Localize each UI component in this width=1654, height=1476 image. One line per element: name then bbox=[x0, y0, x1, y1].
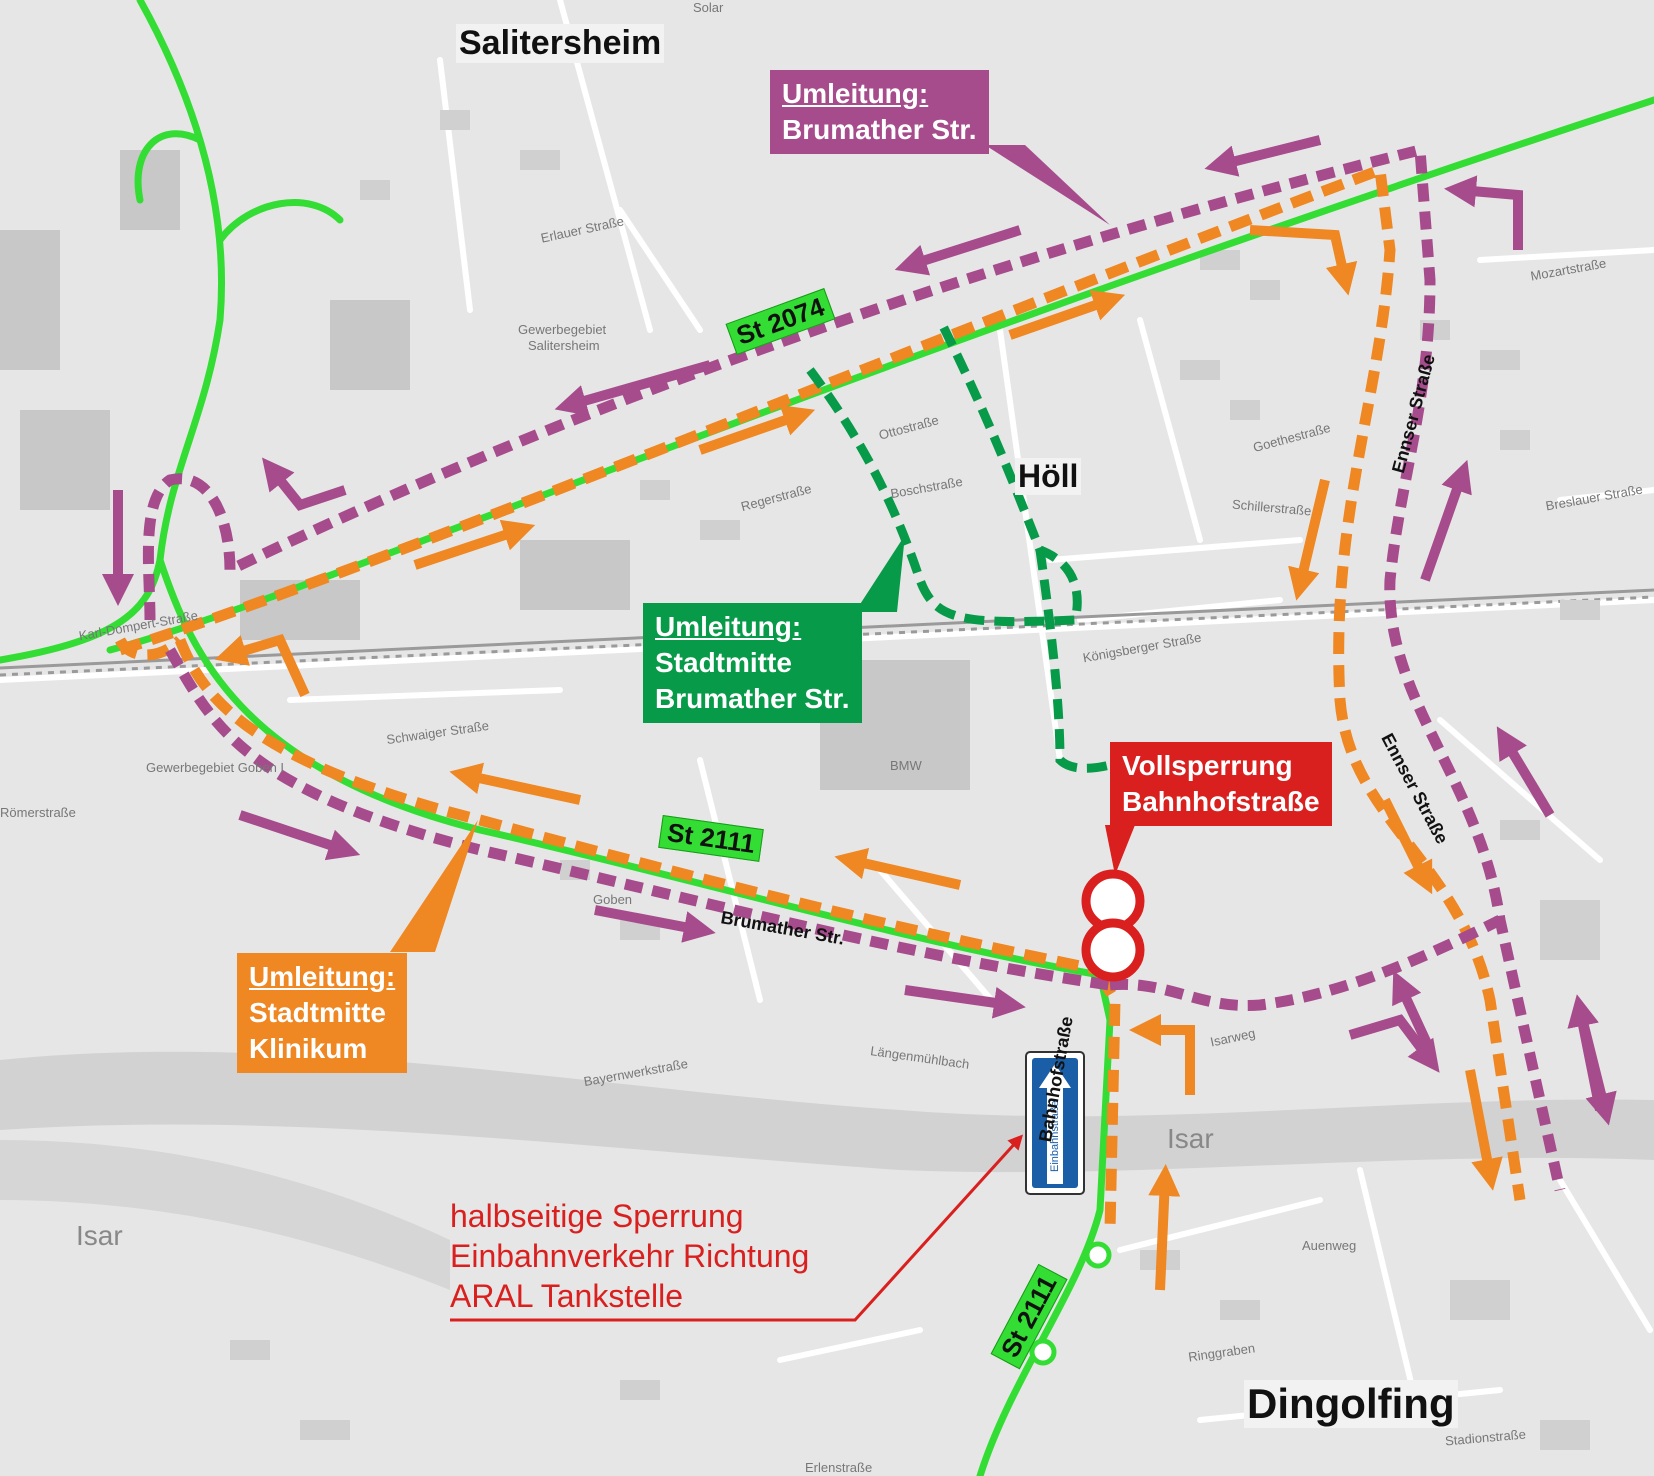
half-closure-note: halbseitige Sperrung Einbahnverkehr Rich… bbox=[450, 1196, 809, 1316]
street-label-erlenstrasse: Erlenstraße bbox=[805, 1460, 873, 1475]
callout-purple-detour: Umleitung: Brumather Str. bbox=[770, 70, 989, 154]
one-way-sign-face: Einbahnstraße bbox=[1032, 1058, 1078, 1188]
place-hoell: Höll bbox=[1015, 458, 1082, 495]
one-way-arrow-shaft bbox=[1047, 1086, 1063, 1184]
closure-sign-2 bbox=[1081, 918, 1145, 982]
place-salitersheim: Salitersheim bbox=[456, 24, 665, 63]
callout-green-line2: Brumather Str. bbox=[655, 683, 850, 714]
street-label-goben: Goben bbox=[593, 892, 633, 907]
callout-green-title: Umleitung: bbox=[655, 611, 802, 642]
place-dingolfing: Dingolfing bbox=[1244, 1380, 1458, 1428]
street-label-auenweg: Auenweg bbox=[1302, 1238, 1357, 1253]
callout-orange-line1: Stadtmitte bbox=[249, 997, 386, 1028]
note-line1: halbseitige Sperrung bbox=[450, 1198, 744, 1234]
orange-arrows bbox=[214, 225, 1503, 1291]
green-callout-pointer bbox=[855, 535, 905, 612]
note-line2: Einbahnverkehr Richtung bbox=[450, 1238, 810, 1274]
callout-green-line1: Stadtmitte bbox=[655, 647, 792, 678]
residential-blocks bbox=[230, 110, 1600, 1450]
red-callout-pointer bbox=[1105, 825, 1135, 875]
isar-river-west bbox=[0, 1140, 450, 1290]
callout-closure-line1: Vollsperrung bbox=[1122, 750, 1293, 781]
street-label-gewerbegebiet-goben: Gewerbegebiet Goben I bbox=[146, 760, 285, 775]
river-label-isar-east: Isar bbox=[1167, 1123, 1214, 1154]
purple-arrows bbox=[101, 135, 1617, 1126]
river-label-isar-west: Isar bbox=[76, 1220, 123, 1251]
street-label-bmw: BMW bbox=[890, 758, 922, 773]
darkgreen-detour bbox=[806, 317, 1112, 773]
note-line3: ARAL Tankstelle bbox=[450, 1278, 684, 1314]
roundabout-markers bbox=[1029, 1241, 1112, 1366]
industrial-blocks bbox=[0, 150, 970, 790]
callout-green-detour: Umleitung: Stadtmitte Brumather Str. bbox=[643, 603, 862, 723]
callout-purple-line1: Brumather Str. bbox=[782, 114, 977, 145]
isar-river bbox=[0, 1051, 1654, 1173]
street-label-gewerbegebiet-1: Gewerbegebiet bbox=[518, 322, 607, 337]
callout-orange-detour: Umleitung: Stadtmitte Klinikum bbox=[237, 953, 408, 1073]
callout-purple-title: Umleitung: bbox=[782, 78, 929, 109]
callout-orange-title: Umleitung: bbox=[249, 961, 396, 992]
street-label-roemerstrasse: Römerstraße bbox=[0, 805, 76, 820]
one-way-arrow-up-icon bbox=[1039, 1064, 1071, 1088]
purple-detour bbox=[142, 143, 1566, 1192]
callout-closure-line2: Bahnhofstraße bbox=[1122, 786, 1320, 817]
street-label-gewerbegebiet-2: Salitersheim bbox=[528, 338, 600, 353]
callout-orange-line2: Klinikum bbox=[249, 1033, 368, 1064]
orange-callout-pointer bbox=[390, 820, 478, 952]
callout-full-closure: Vollsperrung Bahnhofstraße bbox=[1110, 742, 1332, 826]
one-way-sign: Einbahnstraße bbox=[1025, 1051, 1085, 1195]
street-label-solar: Solar bbox=[693, 0, 724, 15]
purple-callout-pointer bbox=[985, 145, 1110, 225]
note-connector-line bbox=[450, 1134, 1024, 1322]
